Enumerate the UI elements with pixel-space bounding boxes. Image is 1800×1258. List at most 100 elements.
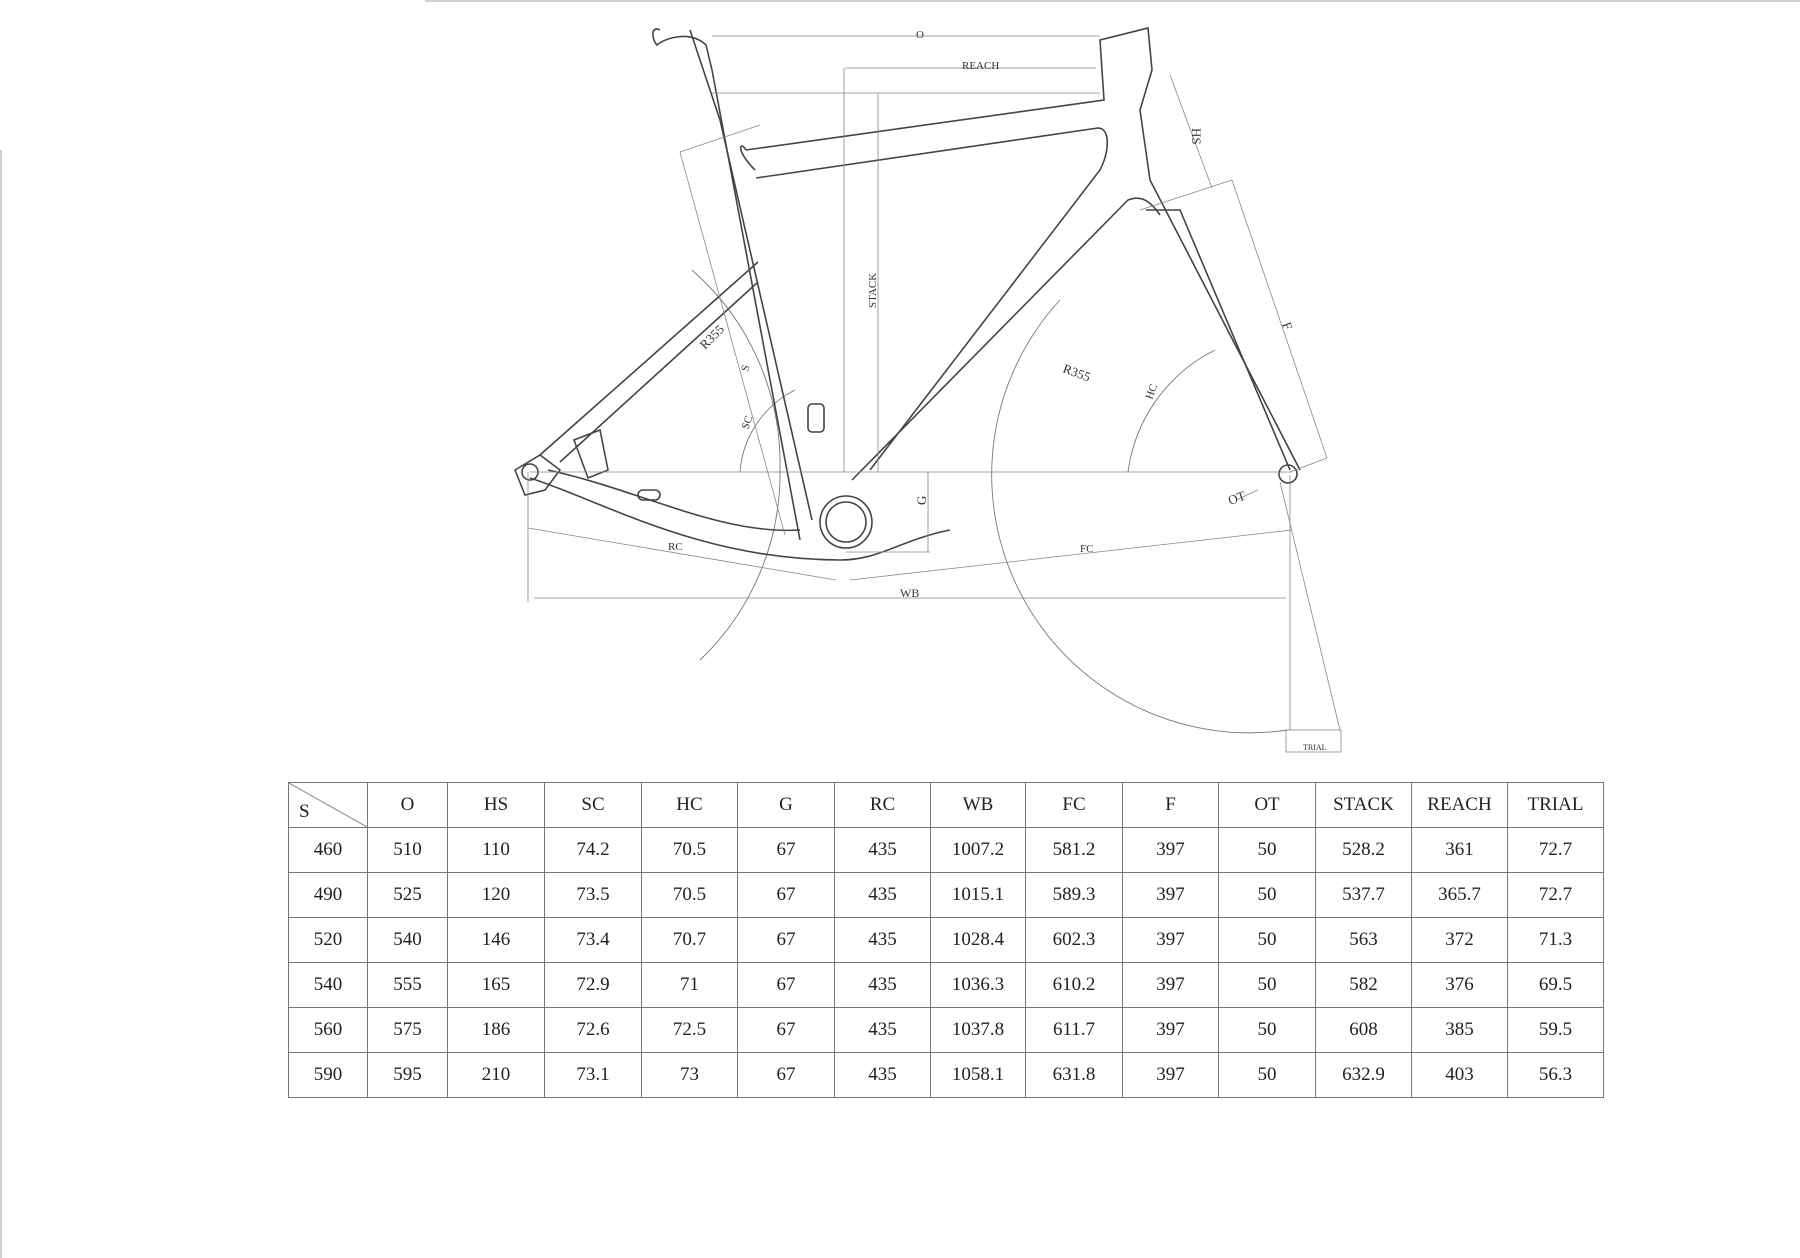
table-cell: 67	[737, 917, 835, 963]
table-cell: 608	[1315, 1007, 1412, 1053]
table-cell: 69.5	[1507, 962, 1604, 1008]
table-cell: 70.5	[641, 827, 738, 873]
table-cell: 602.3	[1025, 917, 1123, 963]
table-cell: 589.3	[1025, 872, 1123, 918]
dim-label-sc: SC	[740, 414, 756, 431]
column-header-trial: TRIAL	[1507, 782, 1604, 828]
table-cell: 555	[367, 962, 448, 1008]
table-cell: 525	[367, 872, 448, 918]
table-cell: 397	[1122, 827, 1219, 873]
table-cell: 67	[737, 1007, 835, 1053]
table-cell: 582	[1315, 962, 1412, 1008]
size-column-label: S	[299, 801, 310, 822]
dim-label-trial: TRIAL	[1303, 743, 1327, 752]
size-cell: 520	[288, 917, 368, 963]
bike-frame	[514, 26, 1301, 561]
table-cell: 72.6	[544, 1007, 642, 1053]
rear-wheel-arc	[691, 269, 781, 661]
table-cell: 435	[834, 872, 931, 918]
table-cell: 435	[834, 962, 931, 1008]
table-cell: 610.2	[1025, 962, 1123, 1008]
table-cell: 510	[367, 827, 448, 873]
table-cell: 70.5	[641, 872, 738, 918]
table-cell: 186	[447, 1007, 545, 1053]
table-cell: 1037.8	[930, 1007, 1026, 1053]
table-cell: 67	[737, 962, 835, 1008]
table-cell: 67	[737, 827, 835, 873]
table-cell: 56.3	[1507, 1052, 1604, 1098]
table-cell: 595	[367, 1052, 448, 1098]
table-cell: 528.2	[1315, 827, 1412, 873]
column-header-hc: HC	[641, 782, 738, 828]
table-cell: 397	[1122, 962, 1219, 1008]
corner-header-cell: S	[288, 782, 368, 828]
table-cell: 67	[737, 1052, 835, 1098]
table-cell: 385	[1411, 1007, 1508, 1053]
seat-angle-arc	[739, 389, 796, 473]
column-header-fc: FC	[1025, 782, 1123, 828]
table-cell: 67	[737, 872, 835, 918]
table-cell: 120	[447, 872, 545, 918]
dim-label-r355-front: R355	[1061, 361, 1093, 385]
table-cell: 210	[447, 1052, 545, 1098]
size-cell: 560	[288, 1007, 368, 1053]
head-angle-arc	[1127, 349, 1216, 473]
table-cell: 72.5	[641, 1007, 738, 1053]
table-cell: 365.7	[1411, 872, 1508, 918]
dim-label-g: G	[914, 496, 929, 505]
table-cell: 71.3	[1507, 917, 1604, 963]
front-wheel-arc	[991, 299, 1289, 734]
dim-label-reach: REACH	[962, 60, 999, 72]
dim-label-stack: STACK	[867, 273, 879, 308]
table-cell: 397	[1122, 1052, 1219, 1098]
table-cell: 435	[834, 917, 931, 963]
diagonal-divider	[289, 783, 367, 827]
table-cell: 403	[1411, 1052, 1508, 1098]
table-cell: 73	[641, 1052, 738, 1098]
table-cell: 70.7	[641, 917, 738, 963]
table-cell: 563	[1315, 917, 1412, 963]
table-cell: 372	[1411, 917, 1508, 963]
table-cell: 631.8	[1025, 1052, 1123, 1098]
column-header-f: F	[1122, 782, 1219, 828]
table-cell: 361	[1411, 827, 1508, 873]
table-cell: 73.1	[544, 1052, 642, 1098]
size-cell: 460	[288, 827, 368, 873]
table-cell: 72.9	[544, 962, 642, 1008]
table-cell: 50	[1218, 827, 1316, 873]
column-header-hs: HS	[447, 782, 545, 828]
table-cell: 1015.1	[930, 872, 1026, 918]
column-header-o: O	[367, 782, 448, 828]
table-cell: 73.5	[544, 872, 642, 918]
table-cell: 71	[641, 962, 738, 1008]
column-header-wb: WB	[930, 782, 1026, 828]
table-cell: 50	[1218, 872, 1316, 918]
table-cell: 50	[1218, 1052, 1316, 1098]
table-cell: 146	[447, 917, 545, 963]
table-cell: 74.2	[544, 827, 642, 873]
dim-label-wb: WB	[900, 586, 919, 600]
table-cell: 1036.3	[930, 962, 1026, 1008]
table-cell: 397	[1122, 872, 1219, 918]
table-cell: 110	[447, 827, 545, 873]
dim-label-ot: OT	[1226, 488, 1247, 508]
table-cell: 1007.2	[930, 827, 1026, 873]
table-cell: 435	[834, 1052, 931, 1098]
table-cell: 165	[447, 962, 545, 1008]
dim-label-fc: FC	[1080, 543, 1093, 555]
table-cell: 73.4	[544, 917, 642, 963]
table-cell: 575	[367, 1007, 448, 1053]
table-cell: 1058.1	[930, 1052, 1026, 1098]
table-cell: 50	[1218, 917, 1316, 963]
size-cell: 490	[288, 872, 368, 918]
size-cell: 540	[288, 962, 368, 1008]
table-cell: 397	[1122, 1007, 1219, 1053]
column-header-sc: SC	[544, 782, 642, 828]
